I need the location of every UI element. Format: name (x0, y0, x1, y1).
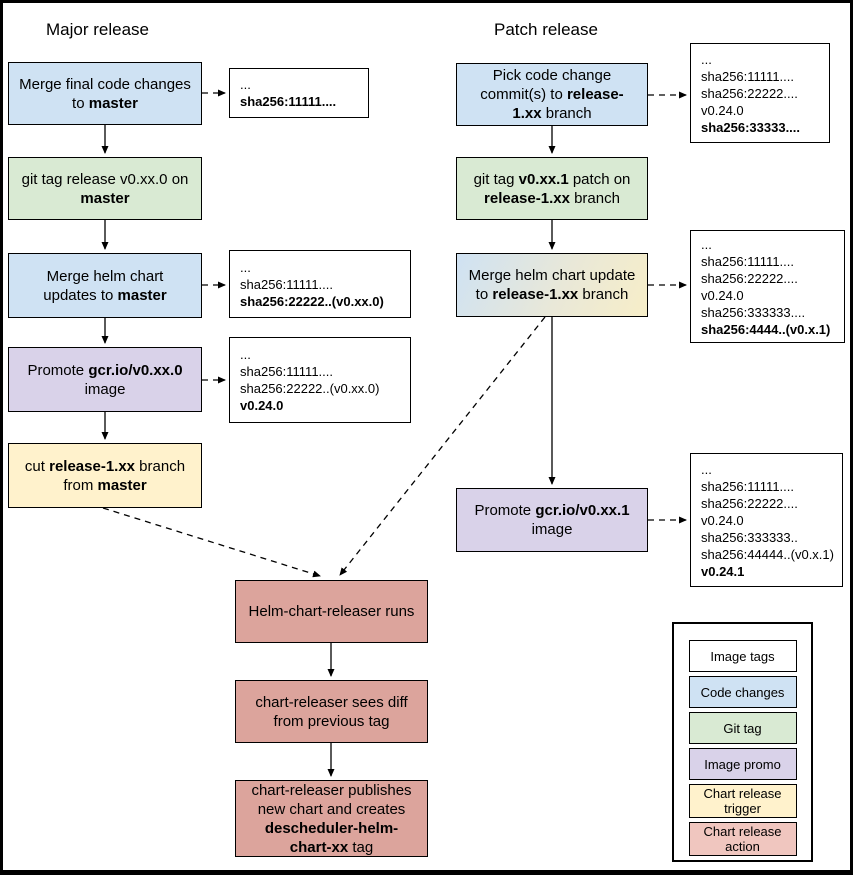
legend-label: Image promo (704, 756, 781, 772)
tagbox-patch-pick: ...sha256:11111....sha256:22222....v0.24… (690, 43, 830, 143)
node-cut-release-branch: cut release-1.xx branch from master (8, 443, 202, 508)
node-label: Helm-chart-releaser runs (248, 603, 415, 620)
node-label: Merge final code changes to master (19, 75, 191, 112)
node-label: Pick code change commit(s) to release-1.… (480, 67, 624, 122)
node-label: git tag v0.xx.1 patch on release-1.xx br… (473, 170, 631, 207)
section-title-patch: Patch release (494, 20, 598, 39)
legend-label: Code changes (700, 684, 785, 700)
tagbox-patch-promote: ...sha256:11111....sha256:22222....v0.24… (690, 453, 843, 587)
node-git-tag-patch: git tag v0.xx.1 patch on release-1.xx br… (456, 157, 648, 220)
node-label: Merge helm chart update to release-1.xx … (468, 267, 636, 303)
node-promote-patch-image: Promote gcr.io/v0.xx.1 image (456, 488, 648, 552)
node-label: cut release-1.xx branch from master (24, 457, 186, 494)
node-chart-releaser-diff: chart-releaser sees diff from previous t… (235, 680, 428, 743)
node-merge-final-code: Merge final code changes to master (8, 62, 202, 125)
node-helm-chart-releaser-runs: Helm-chart-releaser runs (235, 580, 428, 643)
node-promote-major-image: Promote gcr.io/v0.xx.0 image (8, 347, 202, 412)
legend-item-chart-release-action: Chart release action (688, 822, 797, 856)
node-merge-helm-release: Merge helm chart update to release-1.xx … (456, 253, 648, 317)
node-label: git tag release v0.xx.0 on master (21, 170, 189, 207)
legend-label: Chart release action (703, 824, 782, 854)
legend-item-chart-release-trigger: Chart release trigger (688, 784, 797, 818)
node-label: chart-releaser publishes new chart and c… (251, 781, 412, 856)
dashed-arrow-cut-branch-to-releaser (102, 507, 321, 578)
legend-item-git-tag: Git tag (688, 712, 797, 744)
legend: Image tags Code changes Git tag Image pr… (672, 622, 813, 862)
legend-item-image-tags: Image tags (688, 640, 797, 672)
node-git-tag-major: git tag release v0.xx.0 on master (8, 157, 202, 220)
legend-label: Chart release trigger (703, 786, 782, 816)
legend-label: Git tag (723, 720, 762, 736)
tagbox-major-promote: ...sha256:11111....sha256:22222..(v0.xx.… (229, 337, 411, 423)
section-title-major: Major release (46, 20, 149, 39)
node-pick-commits: Pick code change commit(s) to release-1.… (456, 63, 648, 126)
node-label: Merge helm chart updates to master (43, 267, 167, 304)
tagbox-major-merge-helm: ...sha256:11111....sha256:22222..(v0.xx.… (229, 250, 411, 318)
legend-label: Image tags (710, 648, 775, 664)
tagbox-major-merge-code: ...sha256:11111.... (229, 68, 369, 118)
tagbox-patch-merge: ...sha256:11111....sha256:22222....v0.24… (690, 230, 845, 343)
node-label: Promote gcr.io/v0.xx.1 image (474, 502, 630, 538)
node-label: chart-releaser sees diff from previous t… (255, 693, 408, 730)
legend-item-code-changes: Code changes (688, 676, 797, 708)
node-label: Promote gcr.io/v0.xx.0 image (27, 361, 183, 398)
node-chart-releaser-publish: chart-releaser publishes new chart and c… (235, 780, 428, 857)
legend-item-image-promo: Image promo (688, 748, 797, 780)
node-merge-helm-master: Merge helm chart updates to master (8, 253, 202, 318)
